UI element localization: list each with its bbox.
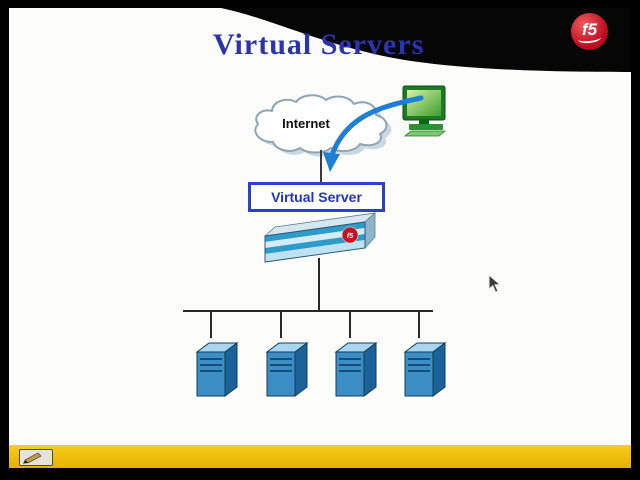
- slide-title: Virtual Servers: [213, 28, 425, 61]
- presenter-bar: [9, 445, 631, 468]
- server-drop-line: [210, 312, 212, 338]
- server-drop-line: [418, 312, 420, 338]
- internet-cloud-icon: [254, 94, 392, 157]
- traffic-arrow-icon: [323, 95, 424, 172]
- desktop-computer-icon: [402, 85, 447, 137]
- pen-tool-icon[interactable]: [19, 449, 53, 466]
- internet-label: Internet: [282, 116, 330, 131]
- server-tower-icon: [334, 342, 378, 397]
- f5-logo-text: f5: [581, 19, 598, 39]
- bigip-appliance-icon: f5: [263, 212, 377, 263]
- server-drop-line: [280, 312, 282, 338]
- mouse-cursor: [488, 274, 502, 293]
- server-drop-line: [349, 312, 351, 338]
- connector-cloud-to-box: [320, 150, 322, 184]
- slide: Virtual Servers f5 Internet: [9, 8, 631, 468]
- virtual-server-label: Virtual Server: [271, 189, 362, 205]
- f5-logo-icon: f5: [571, 13, 608, 50]
- connector-appliance-to-bus: [318, 258, 320, 312]
- server-tower-icon: [195, 342, 239, 397]
- virtual-server-box: Virtual Server: [248, 182, 385, 212]
- server-tower-icon: [403, 342, 447, 397]
- appliance-logo-text: f5: [347, 233, 353, 240]
- corner-swoosh: [221, 8, 631, 72]
- server-tower-icon: [265, 342, 309, 397]
- network-bus-line: [183, 310, 433, 312]
